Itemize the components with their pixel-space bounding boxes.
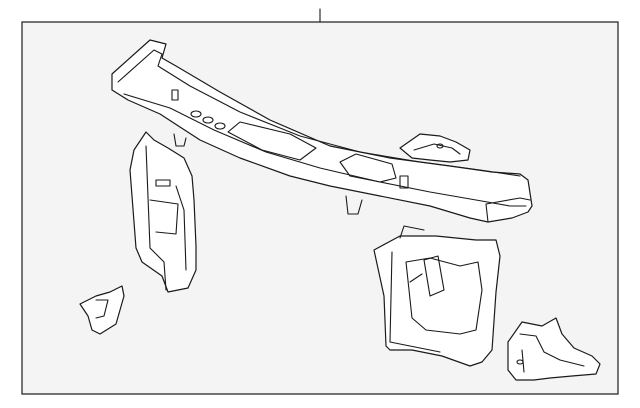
part-small-upper-bracket [399,133,471,163]
part-right-side-support [373,225,501,367]
part-upper-tie-bar [111,39,533,223]
part-right-lower-bracket [507,317,601,381]
part-left-side-support [129,131,197,293]
part-left-lower-bracket [79,285,125,335]
